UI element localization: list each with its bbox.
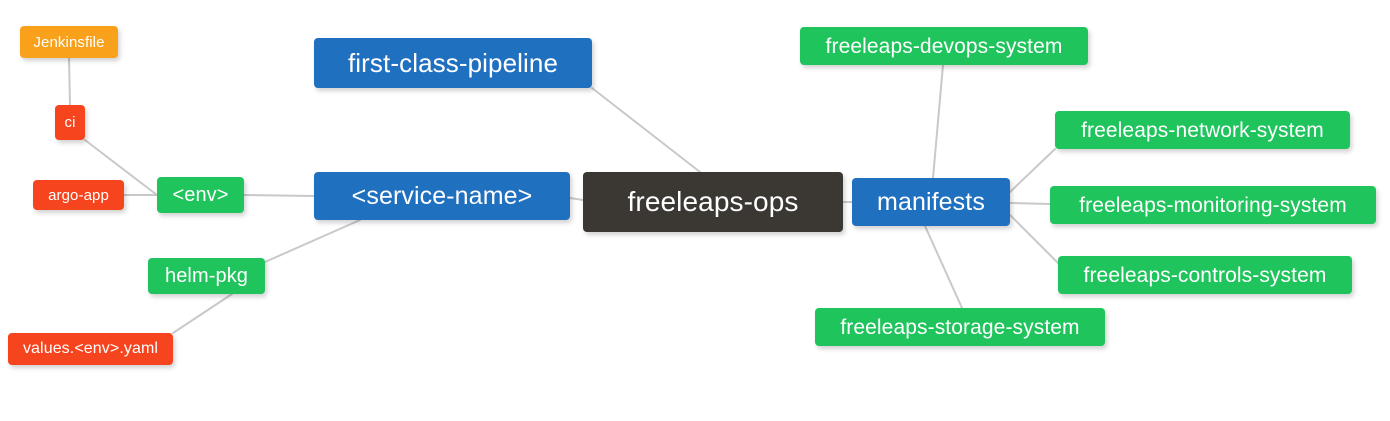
mindmap-node-freeleaps-storage-system[interactable]: freeleaps-storage-system <box>815 308 1105 346</box>
edge-jenkinsfile-ci <box>68 57 71 106</box>
mindmap-node-freeleaps-controls-system[interactable]: freeleaps-controls-system <box>1058 256 1352 294</box>
edge-manifests-devops <box>932 64 944 179</box>
edge-pipeline-root <box>591 87 701 173</box>
mindmap-node-freeleaps-network-system[interactable]: freeleaps-network-system <box>1055 111 1350 149</box>
mindmap-node-first-class-pipeline[interactable]: first-class-pipeline <box>314 38 592 88</box>
mindmap-node-helm-pkg[interactable]: helm-pkg <box>148 258 265 294</box>
mindmap-node-argo-app[interactable]: argo-app <box>33 180 124 210</box>
edge-manifests-network <box>1009 148 1056 193</box>
mindmap-node-env[interactable]: <env> <box>157 177 244 213</box>
mindmap-node-manifests[interactable]: manifests <box>852 178 1010 226</box>
edge-env-service-name <box>243 194 315 197</box>
mindmap-node-freeleaps-devops-system[interactable]: freeleaps-devops-system <box>800 27 1088 65</box>
edge-helm-pkg-service-name <box>264 219 361 263</box>
mindmap-node-values-env-yaml[interactable]: values.<env>.yaml <box>8 333 173 365</box>
edge-manifests-monitoring <box>1009 202 1051 205</box>
edge-manifests-storage <box>924 225 963 309</box>
mindmap-node-freeleaps-ops[interactable]: freeleaps-ops <box>583 172 843 232</box>
mindmap-node-freeleaps-monitoring-system[interactable]: freeleaps-monitoring-system <box>1050 186 1376 224</box>
mindmap-node-jenkinsfile[interactable]: Jenkinsfile <box>20 26 118 58</box>
mindmap-node-ci[interactable]: ci <box>55 105 85 140</box>
edge-service-name-root <box>569 197 584 201</box>
edge-values-helm-pkg <box>172 293 233 334</box>
mindmap-node-service-name[interactable]: <service-name> <box>314 172 570 220</box>
